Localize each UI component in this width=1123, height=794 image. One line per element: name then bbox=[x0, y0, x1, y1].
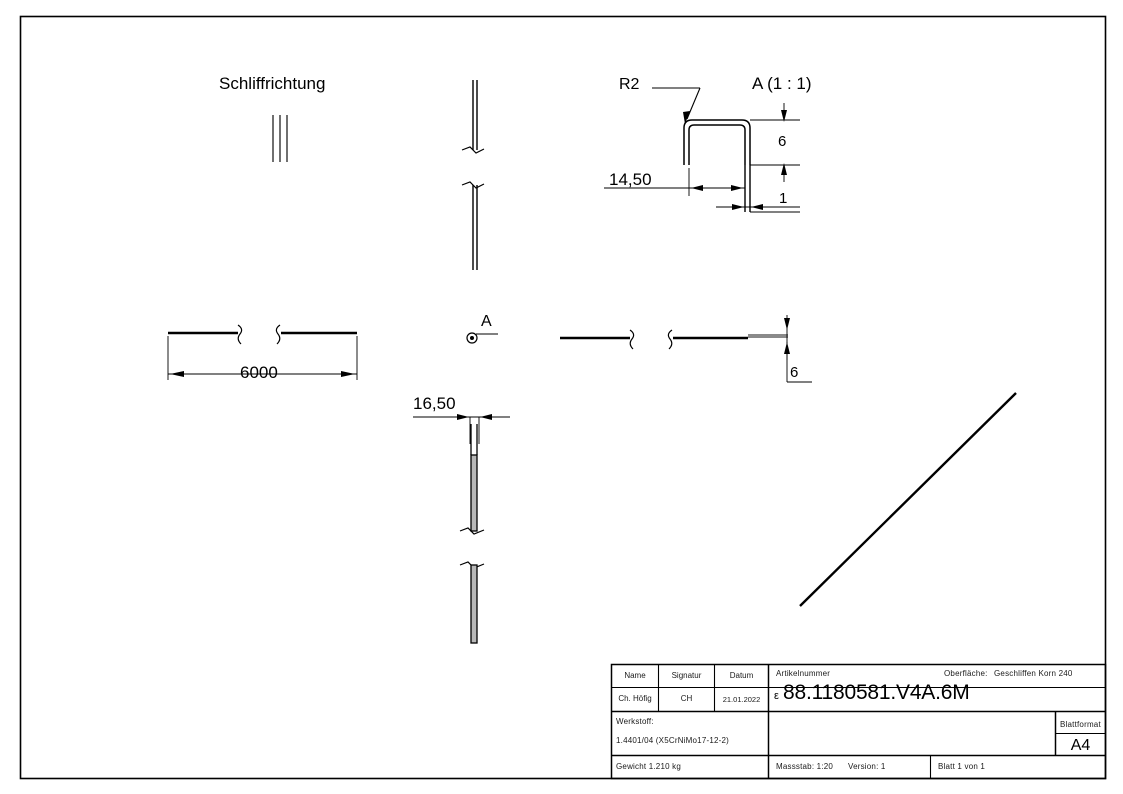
tb-surface-value: Geschliffen Korn 240 bbox=[994, 669, 1073, 678]
tb-signature-value: CH bbox=[680, 694, 693, 703]
bar-side-view bbox=[560, 315, 812, 383]
detail-callout-letter: A bbox=[481, 313, 492, 330]
detail-callout-a bbox=[466, 332, 498, 344]
tb-date-header: Datum bbox=[729, 671, 754, 680]
radius-leader bbox=[652, 87, 701, 124]
detail-inner-width-value: 14,50 bbox=[609, 170, 652, 189]
tb-article-label: Artikelnummer bbox=[776, 669, 831, 678]
diagonal-bar-line bbox=[799, 392, 1017, 607]
tb-surface-label: Oberfläche: bbox=[944, 669, 988, 678]
detail-thickness-dim bbox=[716, 204, 800, 213]
detail-view-title: A (1 : 1) bbox=[752, 74, 812, 93]
tb-article-prefix-symbol: ε bbox=[774, 690, 779, 702]
radius-label: R2 bbox=[619, 76, 640, 93]
tb-sheet-count: Blatt 1 von 1 bbox=[938, 762, 986, 771]
title-block-grid bbox=[610, 663, 1107, 780]
tb-article-number: 88.1180581.V4A.6M bbox=[783, 681, 970, 704]
profile-front-view-lower bbox=[459, 561, 485, 644]
profile-width-value: 16,50 bbox=[413, 394, 456, 413]
detail-height-dim bbox=[750, 103, 800, 182]
tb-sheet-format-label: Blattformat bbox=[1060, 720, 1101, 729]
tb-date-value: 21.01.2022 bbox=[722, 695, 761, 704]
tb-material-value: 1.4401/04 (X5CrNiMo17-12-2) bbox=[616, 736, 730, 745]
tb-version: Version: 1 bbox=[848, 762, 886, 771]
detail-height-value: 6 bbox=[778, 133, 787, 150]
tb-weight: Gewicht 1.210 kg bbox=[616, 762, 682, 771]
sheet-border bbox=[19, 15, 1107, 780]
side-height-value: 6 bbox=[790, 364, 799, 381]
profile-front-view bbox=[413, 414, 510, 535]
detail-view-a-profile bbox=[683, 119, 751, 212]
grind-direction-marks bbox=[272, 115, 288, 162]
length-dimension-value: 6000 bbox=[240, 363, 278, 382]
tb-scale: Massstab: 1:20 bbox=[776, 762, 834, 771]
bar-top-view bbox=[167, 324, 358, 380]
tb-name-header: Name bbox=[624, 671, 646, 680]
edge-view-upper-second bbox=[461, 181, 485, 270]
tb-sheet-format-value: A4 bbox=[1070, 737, 1091, 754]
detail-inner-width-dim bbox=[604, 168, 746, 196]
tb-material-label: Werkstoff: bbox=[616, 717, 654, 726]
grind-direction-label: Schliffrichtung bbox=[219, 74, 326, 93]
tb-signature-header: Signatur bbox=[671, 671, 702, 680]
detail-thickness-value: 1 bbox=[779, 190, 788, 207]
edge-view-upper bbox=[461, 80, 485, 154]
tb-name-value: Ch. Höfig bbox=[618, 694, 652, 703]
